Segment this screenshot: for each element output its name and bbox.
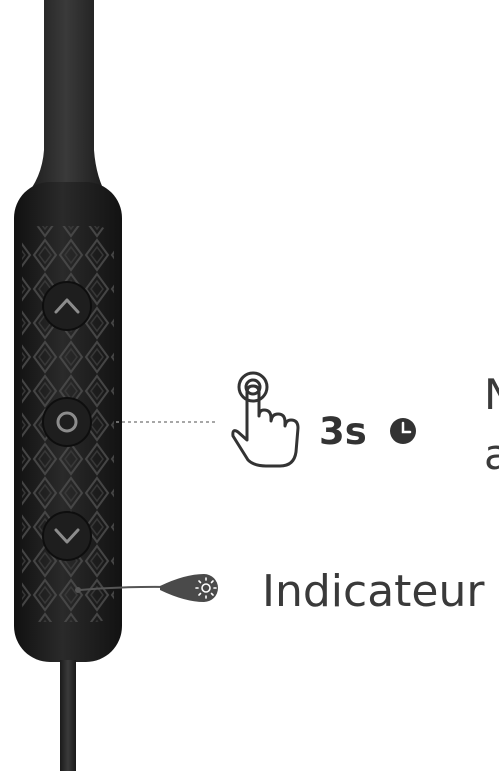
neckband-cable xyxy=(24,0,108,198)
indicator-label: Indicateur xyxy=(262,566,484,617)
action-label-line2: a xyxy=(484,430,499,479)
clock-icon xyxy=(390,418,416,444)
press-duration-label: 3s xyxy=(319,410,367,453)
finger-press-icon xyxy=(233,373,298,466)
action-label-line1: N xyxy=(484,370,499,419)
multifunction-button[interactable] xyxy=(43,398,91,446)
volume-down-button[interactable] xyxy=(43,512,91,560)
bottom-cable xyxy=(60,660,76,771)
volume-up-button[interactable] xyxy=(43,282,91,330)
